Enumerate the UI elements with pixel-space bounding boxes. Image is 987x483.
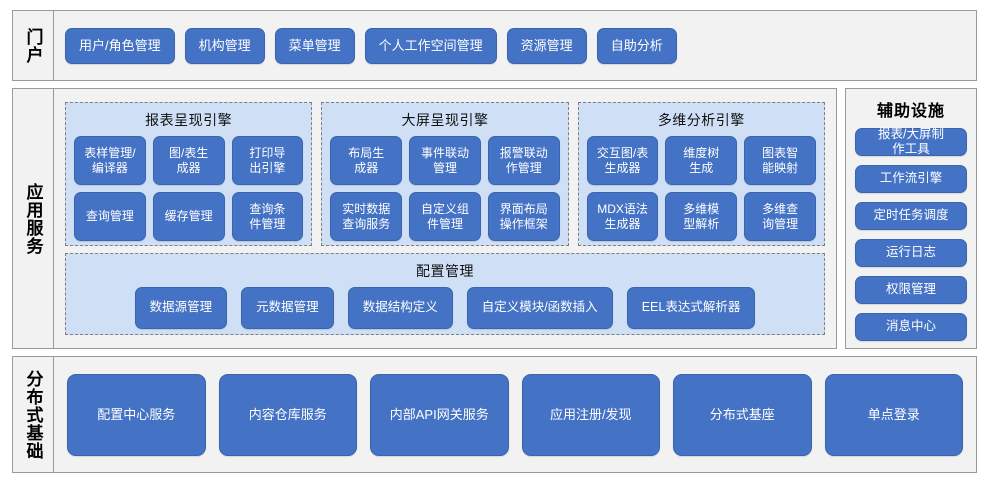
aux-item-permission-manage[interactable]: 权限管理 (855, 276, 967, 304)
aux-facilities-items: 报表/大屏制 作工具 工作流引擎 定时任务调度 运行日志 权限管理 消息中心 (855, 127, 967, 341)
engine-olap-title: 多维分析引擎 (657, 112, 745, 128)
engine-report-grid: 表样管理/ 编译器 图/表生 成器 打印导 出引擎 查询管理 缓存管理 查询条 … (74, 136, 304, 241)
config-management-items: 数据源管理 元数据管理 数据结构定义 自定义模块/函数插入 EEL表达式解析器 (78, 287, 812, 329)
engine-bigscreen-grid: 布局生 成器 事件联动 管理 报警联动 作管理 实时数据 查询服务 自定义组 件… (330, 136, 560, 241)
engine-olap-item-smart-mapping[interactable]: 图表智 能映射 (744, 136, 816, 185)
aux-facilities-section: 辅助设施 报表/大屏制 作工具 工作流引擎 定时任务调度 运行日志 权限管理 消… (845, 88, 977, 349)
engine-report-item-cache-manage[interactable]: 缓存管理 (152, 192, 225, 241)
engine-bigscreen-item-layout-generator[interactable]: 布局生 成器 (330, 136, 403, 185)
engine-bigscreen-item-custom-component[interactable]: 自定义组 件管理 (409, 192, 481, 241)
base-item-api-gateway[interactable]: 内部API网关服务 (370, 373, 509, 456)
engine-report: 报表呈现引擎 表样管理/ 编译器 图/表生 成器 打印导 出引擎 查询管理 缓存… (65, 102, 313, 246)
base-item-sso[interactable]: 单点登录 (824, 373, 963, 456)
base-item-app-registry[interactable]: 应用注册/发现 (521, 373, 660, 456)
engine-report-item-chart-generator[interactable]: 图/表生 成器 (152, 136, 225, 185)
portal-item-resource[interactable]: 资源管理 (506, 27, 587, 64)
engine-bigscreen-title: 大屏呈现引擎 (401, 112, 489, 128)
config-item-datasource[interactable]: 数据源管理 (134, 287, 228, 329)
engine-bigscreen-item-alarm-action[interactable]: 报警联动 作管理 (487, 136, 560, 185)
config-item-data-structure[interactable]: 数据结构定义 (347, 287, 453, 329)
engine-olap-grid: 交互图/表 生成器 维度树 生成 图表智 能映射 MDX语法 生成器 多维模 型… (586, 136, 816, 241)
engine-olap-item-mdx-generator[interactable]: MDX语法 生成器 (586, 192, 659, 241)
aux-item-runtime-log[interactable]: 运行日志 (855, 239, 967, 267)
engine-olap-item-model-parser[interactable]: 多维模 型解析 (665, 192, 738, 241)
portal-item-org[interactable]: 机构管理 (184, 27, 265, 64)
engine-olap: 多维分析引擎 交互图/表 生成器 维度树 生成 图表智 能映射 MDX语法 生成… (577, 102, 825, 246)
portal-section: 门户 用户/角色管理 机构管理 菜单管理 个人工作空间管理 资源管理 自助分析 (12, 10, 977, 81)
aux-item-report-bigscreen-tool[interactable]: 报表/大屏制 作工具 (855, 127, 967, 156)
engine-bigscreen-item-event-linkage[interactable]: 事件联动 管理 (409, 136, 481, 185)
portal-item-self-service-analysis[interactable]: 自助分析 (596, 27, 677, 64)
config-management-group: 配置管理 数据源管理 元数据管理 数据结构定义 自定义模块/函数插入 EEL表达… (65, 253, 825, 335)
portal-item-user-role[interactable]: 用户/角色管理 (65, 27, 175, 64)
distributed-base-items: 配置中心服务 内容仓库服务 内部API网关服务 应用注册/发现 分布式基座 单点… (53, 357, 976, 472)
distributed-base-section: 分布式基础 配置中心服务 内容仓库服务 内部API网关服务 应用注册/发现 分布… (12, 356, 977, 473)
config-item-custom-module[interactable]: 自定义模块/函数插入 (466, 287, 613, 329)
base-item-content-repository[interactable]: 内容仓库服务 (218, 373, 357, 456)
config-management-title: 配置管理 (416, 263, 474, 279)
base-item-distributed-foundation[interactable]: 分布式基座 (673, 373, 812, 456)
portal-item-workspace[interactable]: 个人工作空间管理 (364, 27, 497, 64)
engine-olap-item-interactive-chart[interactable]: 交互图/表 生成器 (586, 136, 659, 185)
engine-olap-item-dimension-tree[interactable]: 维度树 生成 (665, 136, 738, 185)
app-services-body: 报表呈现引擎 表样管理/ 编译器 图/表生 成器 打印导 出引擎 查询管理 缓存… (53, 89, 836, 348)
aux-item-task-scheduler[interactable]: 定时任务调度 (855, 202, 967, 230)
engine-bigscreen: 大屏呈现引擎 布局生 成器 事件联动 管理 报警联动 作管理 实时数据 查询服务… (321, 102, 569, 246)
config-item-eel-parser[interactable]: EEL表达式解析器 (626, 287, 756, 329)
engine-report-title: 报表呈现引擎 (145, 112, 233, 128)
middle-region: 应用服务 报表呈现引擎 表样管理/ 编译器 图/表生 成器 打印导 出引擎 查询… (12, 88, 977, 349)
aux-item-message-center[interactable]: 消息中心 (855, 313, 967, 341)
distributed-base-section-label: 分布式基础 (23, 369, 43, 460)
portal-item-menu[interactable]: 菜单管理 (274, 27, 355, 64)
portal-section-label: 门户 (23, 27, 43, 64)
base-item-config-center[interactable]: 配置中心服务 (67, 373, 206, 456)
engine-olap-item-query-manage[interactable]: 多维查 询管理 (744, 192, 816, 241)
engine-bigscreen-item-realtime-query[interactable]: 实时数据 查询服务 (330, 192, 403, 241)
engine-report-item-print-export[interactable]: 打印导 出引擎 (231, 136, 304, 185)
aux-item-workflow-engine[interactable]: 工作流引擎 (855, 165, 967, 193)
config-item-metadata[interactable]: 元数据管理 (241, 287, 334, 329)
app-services-section: 应用服务 报表呈现引擎 表样管理/ 编译器 图/表生 成器 打印导 出引擎 查询… (12, 88, 837, 349)
engine-report-item-query-manage[interactable]: 查询管理 (74, 192, 146, 241)
engine-bigscreen-item-ui-layout-framework[interactable]: 界面布局 操作框架 (487, 192, 560, 241)
portal-items: 用户/角色管理 机构管理 菜单管理 个人工作空间管理 资源管理 自助分析 (53, 11, 976, 80)
app-services-section-label: 应用服务 (23, 182, 43, 255)
engine-strip: 报表呈现引擎 表样管理/ 编译器 图/表生 成器 打印导 出引擎 查询管理 缓存… (65, 102, 825, 246)
engine-report-item-template-editor[interactable]: 表样管理/ 编译器 (74, 136, 146, 185)
aux-facilities-title: 辅助设施 (876, 103, 945, 120)
engine-report-item-query-condition[interactable]: 查询条 件管理 (231, 192, 304, 241)
